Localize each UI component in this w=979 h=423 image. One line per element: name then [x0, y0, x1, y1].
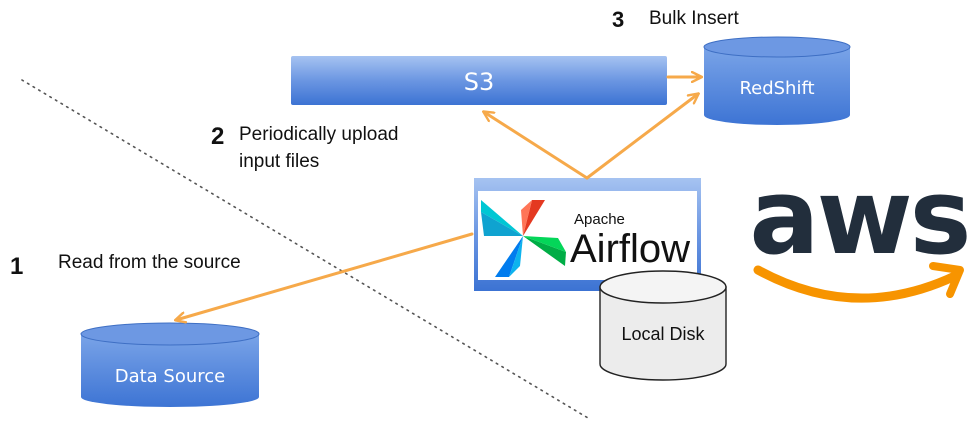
- amazon-smile-arrow-icon: [929, 262, 964, 298]
- airflow-node: Apache Airflow: [474, 178, 701, 291]
- aws-logo-text: aws: [749, 156, 968, 278]
- step-1-number: 1: [10, 253, 23, 280]
- amazon-smile-icon: [753, 265, 960, 303]
- local-disk-node: Local Disk: [599, 270, 727, 381]
- redshift-node: RedShift: [703, 36, 851, 125]
- s3-node: S3: [291, 56, 667, 105]
- step-3-label: 3 Bulk Insert: [612, 7, 739, 32]
- data-source-node: Data Source: [80, 322, 260, 407]
- divider-dotted-line: [21, 79, 589, 419]
- arrow-airflow-to-redshift: [585, 94, 698, 180]
- aws-logo: aws: [749, 156, 972, 303]
- airflow-name-label: Airflow: [570, 227, 690, 271]
- step-1-text: Read from the source: [58, 252, 241, 273]
- step-1-label: 1 Read from the source: [10, 252, 241, 280]
- step-2-number: 2: [211, 123, 224, 150]
- redshift-label: RedShift: [739, 78, 814, 99]
- flow-arrows: [176, 77, 701, 320]
- step-2-line1: Periodically upload: [239, 124, 399, 145]
- step-3-text: Bulk Insert: [649, 8, 739, 29]
- s3-label: S3: [464, 68, 495, 96]
- step-2-line2: input files: [239, 151, 319, 172]
- step-3-number: 3: [612, 7, 624, 32]
- arrow-airflow-to-s3: [484, 112, 589, 180]
- arrow-airflow-to-datasource: [176, 232, 474, 320]
- airflow-logo-icon: [481, 200, 566, 277]
- local-disk-label: Local Disk: [621, 324, 705, 344]
- airflow-apache-label: Apache: [574, 211, 625, 228]
- step-2-label: 2 Periodically upload input files: [211, 123, 399, 172]
- data-source-label: Data Source: [115, 366, 226, 387]
